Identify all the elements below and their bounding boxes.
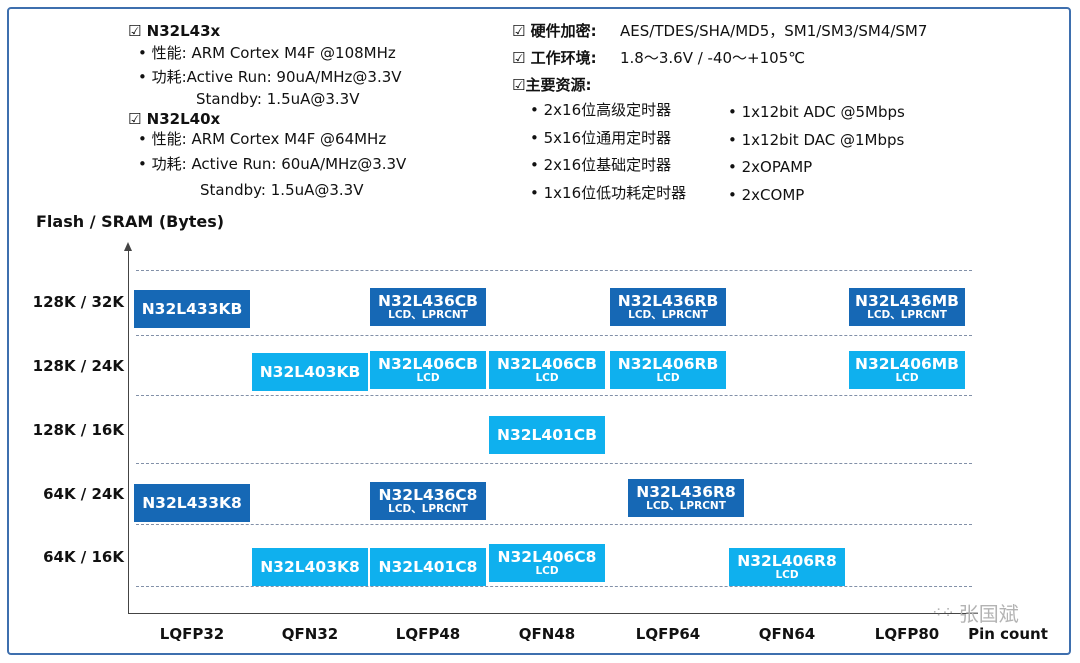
row-label: 64K / 16K [43,548,124,566]
package-label: QFN64 [758,625,816,643]
part-box: N32L433KB [134,290,250,328]
row-divider [136,524,972,525]
watermark: ⁖⁘ 张国斌 [932,598,1019,627]
part-features: LCD、LPRCNT [646,500,726,513]
part-features: LCD、LPRCNT [388,503,468,516]
wechat-icon: ⁖⁘ [932,603,955,622]
part-features: LCD [895,372,919,385]
figure-frame [7,7,1071,655]
part-number: N32L406CB [497,354,597,373]
part-box: N32L401CB [489,416,605,454]
part-features: LCD [535,565,559,578]
part-number: N32L436RB [617,291,719,310]
row-label: 128K / 24K [32,357,124,375]
part-number: N32L436CB [378,291,478,310]
part-number: N32L406CB [378,354,478,373]
y-axis-arrow [124,242,132,251]
package-label: QFN32 [281,625,339,643]
part-number: N32L403K8 [260,557,360,576]
timer-item: • 1x16位低功耗定时器 [530,184,687,202]
part-number: N32L436R8 [636,482,736,501]
part-box: N32L433K8 [134,484,250,522]
spec-line: ☑ N32L40x [128,110,221,128]
part-features: LCD [775,569,799,582]
part-number: N32L436MB [854,291,959,310]
part-features: LCD、LPRCNT [867,309,947,322]
package-label: LQFP64 [635,625,701,643]
spec-crypto-value: AES/TDES/SHA/MD5，SM1/SM3/SM4/SM7 [620,22,928,40]
package-label: LQFP32 [159,625,225,643]
spec-env-value: 1.8～3.6V / -40～+105℃ [620,49,806,67]
row-label: 128K / 32K [32,293,124,311]
analog-item: • 2xCOMP [728,186,805,204]
spec-resources-title: ☑主要资源: [512,76,592,94]
spec-line: • 功耗: Active Run: 60uA/MHz@3.3V [138,155,407,173]
package-label: QFN48 [518,625,576,643]
row-divider [136,270,972,271]
row-divider [136,586,972,587]
spec-line: ☑ N32L43x [128,22,221,40]
part-box: N32L403K8 [252,548,368,586]
y-axis-line [128,250,129,614]
part-number: N32L406MB [854,354,959,373]
y-axis-title: Flash / SRAM (Bytes) [36,212,225,231]
part-box: N32L403KB [252,353,368,391]
part-number: N32L406C8 [497,547,597,566]
part-features: LCD、LPRCNT [388,309,468,322]
watermark-text: 张国斌 [958,602,1019,626]
row-label: 64K / 24K [43,485,124,503]
part-number: N32L401C8 [378,557,478,576]
part-number: N32L401CB [497,425,597,444]
row-divider [136,463,972,464]
part-number: N32L433KB [141,299,243,318]
part-features: LCD [416,372,440,385]
analog-item: • 1x12bit DAC @1Mbps [728,131,905,149]
package-label: LQFP80 [874,625,940,643]
row-divider [136,335,972,336]
part-features: LCD [656,372,680,385]
spec-line: • 性能: ARM Cortex M4F @108MHz [138,44,396,62]
part-box: N32L401C8 [370,548,486,586]
part-number: N32L403KB [259,362,361,381]
spec-env-label: ☑ 工作环境: [512,49,597,67]
part-number: N32L433K8 [142,493,242,512]
analog-item: • 1x12bit ADC @5Mbps [728,103,905,121]
timer-item: • 2x16位基础定时器 [530,156,672,174]
spec-crypto-label: ☑ 硬件加密: [512,22,597,40]
spec-line: Standby: 1.5uA@3.3V [200,181,364,199]
row-divider [136,395,972,396]
package-label: LQFP48 [395,625,461,643]
x-axis-line [128,613,978,614]
spec-line: • 性能: ARM Cortex M4F @64MHz [138,130,387,148]
spec-line: • 功耗:Active Run: 90uA/MHz@3.3V [138,68,402,86]
timer-item: • 5x16位通用定时器 [530,129,672,147]
analog-item: • 2xOPAMP [728,158,813,176]
part-features: LCD [535,372,559,385]
x-axis-title: Pin count [968,625,1048,643]
timer-item: • 2x16位高级定时器 [530,101,672,119]
part-features: LCD、LPRCNT [628,309,708,322]
row-label: 128K / 16K [32,421,124,439]
part-number: N32L406R8 [737,551,837,570]
part-number: N32L436C8 [378,485,478,504]
spec-line: Standby: 1.5uA@3.3V [196,90,360,108]
part-number: N32L406RB [617,354,719,373]
